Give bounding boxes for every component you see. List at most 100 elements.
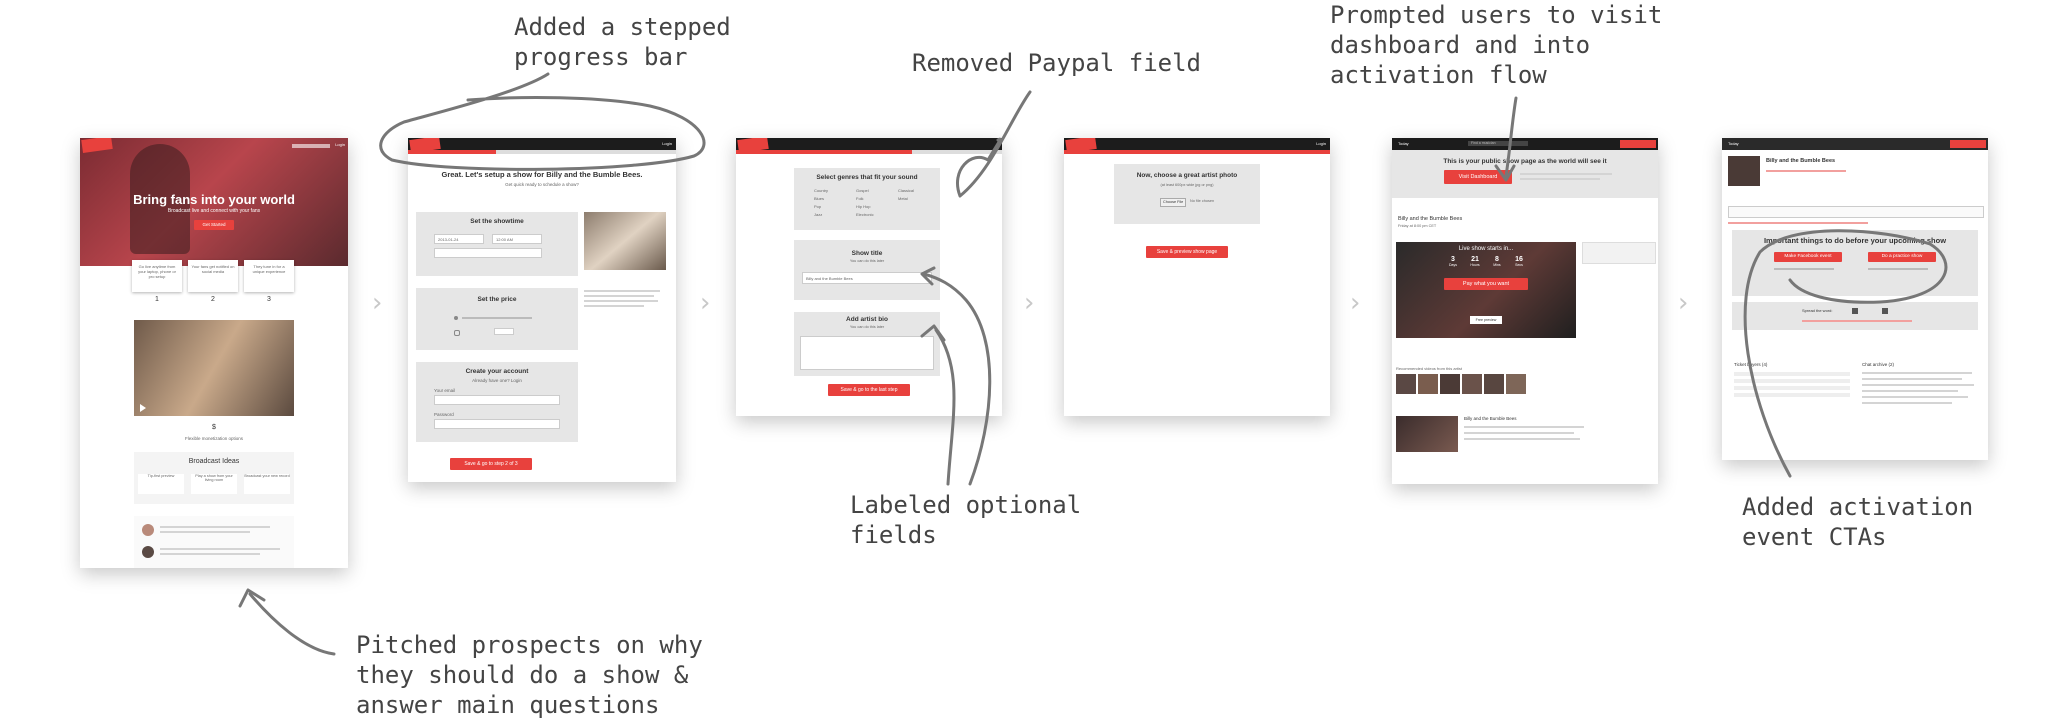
video-thumb[interactable] bbox=[1396, 374, 1416, 394]
chat-box[interactable] bbox=[1582, 242, 1656, 264]
ticket-rows bbox=[1734, 372, 1850, 402]
artist-bio-textarea[interactable] bbox=[800, 336, 934, 370]
email-field[interactable] bbox=[434, 395, 560, 405]
annotation-paypal: Removed Paypal field bbox=[912, 49, 1201, 77]
play-icon[interactable] bbox=[140, 404, 146, 412]
visit-dashboard-button[interactable]: Visit Dashboard bbox=[1444, 170, 1512, 184]
flow-chevron-icon: › bbox=[1350, 288, 1361, 318]
price-help-text bbox=[584, 288, 666, 328]
date-input[interactable]: 2013-01-24 bbox=[434, 234, 484, 244]
password-field[interactable] bbox=[434, 419, 560, 429]
annotation-pitched: Pitched prospects on why they should do … bbox=[356, 631, 703, 719]
hero-search-input[interactable] bbox=[292, 144, 330, 148]
showtime-panel: Set the showtime 2013-01-24 12:00 AM bbox=[416, 212, 578, 276]
artist-photo bbox=[584, 212, 666, 270]
price-input[interactable] bbox=[494, 328, 514, 335]
genre-option[interactable]: Folk bbox=[856, 196, 864, 201]
video-thumb[interactable] bbox=[1418, 374, 1438, 394]
artist-name: Billy and the Bumble Bees bbox=[1766, 158, 1836, 164]
artist-header: Billy and the Bumble Bees bbox=[1722, 150, 1988, 192]
stepped-progress-bar bbox=[1064, 150, 1330, 154]
optional-note: You can do this later bbox=[849, 259, 885, 263]
avatar bbox=[142, 524, 154, 536]
ideas-panel: Broadcast Ideas Tip-first preview Play a… bbox=[134, 452, 294, 504]
price-radio-fixed[interactable] bbox=[454, 330, 460, 336]
nav-search-input[interactable]: Find a musician bbox=[1468, 141, 1528, 146]
free-preview-button[interactable]: Free preview bbox=[1470, 316, 1502, 324]
hero: Login Bring fans into your world Broadca… bbox=[80, 138, 348, 266]
public-banner: This is your public show page as the wor… bbox=[1392, 150, 1658, 198]
genre-option[interactable]: Electronic bbox=[856, 212, 874, 217]
countdown-value: 3 bbox=[1451, 256, 1455, 263]
genre-option[interactable]: Jazz bbox=[814, 212, 823, 217]
activation-loop-arrow bbox=[1743, 229, 1948, 478]
countdown-unit: Days bbox=[1449, 263, 1457, 267]
artist-thumb bbox=[1728, 156, 1760, 186]
login-link[interactable]: Login bbox=[335, 142, 345, 147]
twitter-share-icon[interactable] bbox=[1882, 308, 1888, 314]
time-input[interactable]: 12:00 AM bbox=[492, 234, 542, 244]
spread-word-bar: Spread the word: bbox=[1732, 302, 1978, 330]
idea-item: Broadcast your new record bbox=[244, 474, 290, 494]
timezone-select[interactable] bbox=[434, 248, 542, 258]
video-thumb[interactable] bbox=[1506, 374, 1526, 394]
photo-panel: Now, choose a great artist photo (at lea… bbox=[1114, 164, 1260, 224]
account-subtitle: Already have one? Login bbox=[472, 378, 522, 383]
account-title: Create your account bbox=[465, 368, 529, 375]
video-thumb[interactable] bbox=[1484, 374, 1504, 394]
hero-title: Bring fans into your world bbox=[133, 192, 295, 207]
nav-cta-button[interactable] bbox=[1620, 140, 1656, 148]
step-number: 2 bbox=[211, 296, 215, 303]
step-card: Your fans get notified on social media 2 bbox=[188, 260, 238, 303]
dashboard-arrow bbox=[1504, 96, 1518, 178]
genre-option[interactable]: Classical bbox=[898, 188, 915, 193]
setup-title: Great. Let's setup a show for Billy and … bbox=[441, 170, 643, 179]
nav-today[interactable]: Today bbox=[1398, 141, 1409, 146]
genre-option[interactable]: Pop bbox=[814, 204, 822, 209]
flow-chevron-icon: › bbox=[700, 288, 711, 318]
live-in-text: Live show starts in... bbox=[1458, 246, 1514, 252]
flow-chevron-icon: › bbox=[1678, 288, 1689, 318]
nav-cta-button[interactable] bbox=[1950, 140, 1986, 148]
show-title-input[interactable]: Billy and the Bumble Bees bbox=[802, 272, 932, 284]
genre-option[interactable]: Metal bbox=[898, 196, 908, 201]
artist-about-photo bbox=[1396, 416, 1458, 452]
screen-landing: Login Bring fans into your world Broadca… bbox=[80, 138, 348, 568]
optional-field-arrow-1 bbox=[922, 272, 992, 486]
price-radio-open[interactable] bbox=[454, 316, 458, 320]
practice-show-button[interactable]: Do a practice show bbox=[1868, 252, 1936, 262]
video-thumb[interactable] bbox=[1462, 374, 1482, 394]
get-started-button[interactable]: Get Started bbox=[194, 220, 234, 230]
artist-about-name: Billy and the Bumble Bees bbox=[1464, 416, 1517, 421]
nav-today[interactable]: Today bbox=[1728, 141, 1739, 146]
countdown-unit: Hours bbox=[1470, 263, 1480, 267]
progress-loop-arrow bbox=[379, 72, 706, 171]
make-facebook-event-button[interactable]: Make Facebook event bbox=[1774, 252, 1842, 262]
step-number: 3 bbox=[267, 296, 271, 303]
price-caption: Flexible monetization options bbox=[184, 436, 244, 441]
no-file-label: No file chosen bbox=[1190, 199, 1215, 203]
pay-what-you-want-button[interactable]: Pay what you want bbox=[1444, 278, 1528, 290]
facebook-share-icon[interactable] bbox=[1852, 308, 1858, 314]
save-preview-button[interactable]: Save & preview show page bbox=[1146, 246, 1228, 258]
genre-option[interactable]: Blues bbox=[814, 196, 825, 201]
artist-name: Billy and the Bumble Bees bbox=[1398, 216, 1463, 222]
countdown-unit: Mins bbox=[1493, 263, 1501, 267]
genre-option[interactable]: Country bbox=[814, 188, 829, 193]
annotation-dashboard: Prompted users to visit dashboard and in… bbox=[1330, 1, 1663, 89]
choose-file-button[interactable]: Choose File bbox=[1160, 198, 1187, 207]
video-thumb[interactable] bbox=[1440, 374, 1460, 394]
show-title-label: Show title bbox=[851, 250, 883, 257]
login-link[interactable]: Login bbox=[662, 141, 672, 146]
genre-option[interactable]: Gospel bbox=[856, 188, 869, 193]
login-link[interactable]: Login bbox=[1316, 141, 1326, 146]
save-step1-button[interactable]: Save & go to step 2 of 3 bbox=[450, 458, 532, 470]
price-panel: Set the price bbox=[416, 288, 578, 350]
genre-option[interactable]: Hip Hop bbox=[856, 204, 871, 209]
save-step2-button[interactable]: Save & go to the last step bbox=[828, 384, 910, 396]
pitched-arrow bbox=[248, 592, 336, 656]
intro-video[interactable] bbox=[134, 320, 294, 416]
